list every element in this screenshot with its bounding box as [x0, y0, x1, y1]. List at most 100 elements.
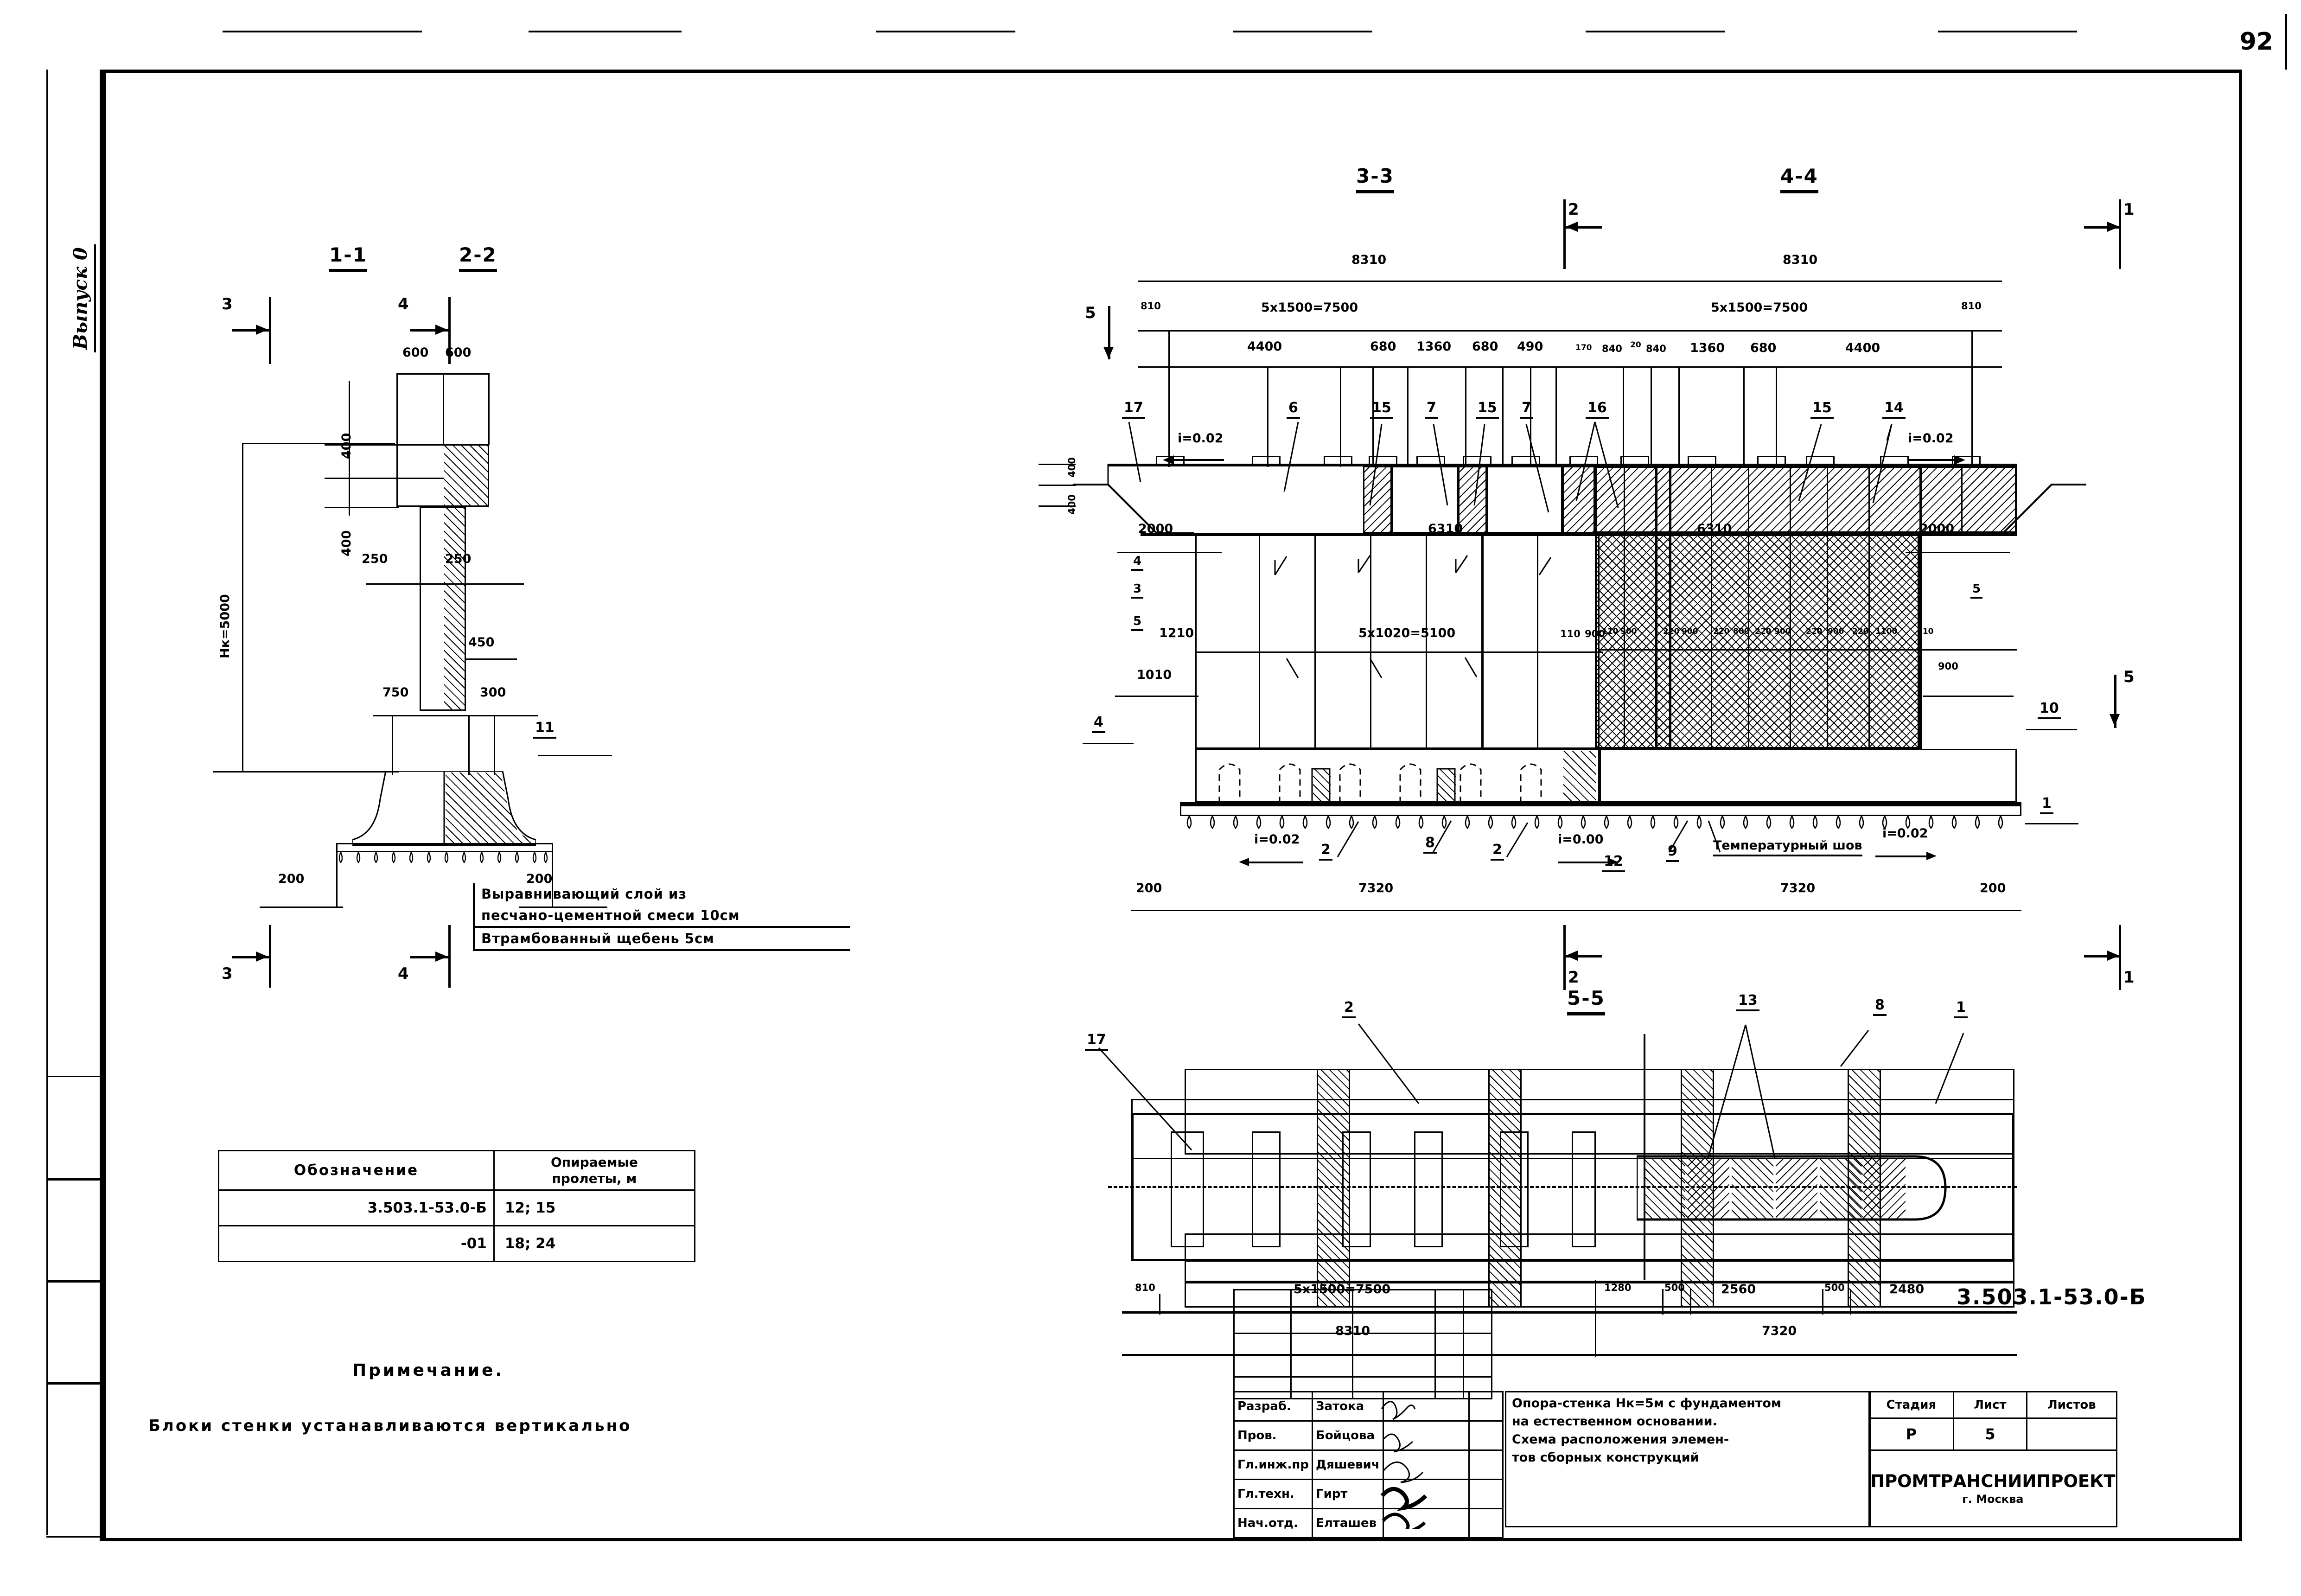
- callout-5-right: 5: [1970, 582, 1983, 599]
- base-slab-top: [1180, 802, 2021, 805]
- plan-dim-500b: 500: [1824, 1282, 1845, 1293]
- section-marker-3-bot-arrowhead: [256, 951, 268, 962]
- grid-v-R2: [1651, 367, 1652, 467]
- signature-row[interactable]: Разраб. Затока: [1233, 1391, 1504, 1422]
- drawing-code: 3.503.1-53.0-Б: [1957, 1284, 2147, 1309]
- date-4[interactable]: [1468, 1508, 1504, 1539]
- organization-cell: ПРОМТРАНСНИИПРОЕКТ г. Москва: [1868, 1449, 2117, 1527]
- signature-row[interactable]: Пров. Бойцова: [1233, 1420, 1504, 1451]
- date-2[interactable]: [1468, 1449, 1504, 1480]
- section-marker-1-bot-arrowhead: [2107, 951, 2119, 961]
- plan-dim-1280: 1280: [1604, 1282, 1632, 1293]
- slope-bottom-left-arrow: [1247, 862, 1303, 863]
- footing-left-flare: [351, 770, 445, 846]
- wall-div-7: [1827, 466, 1828, 749]
- section-marker-1-bot-tick: [2119, 925, 2121, 990]
- beam-block-2: [1487, 466, 1562, 533]
- dim-line-bottom-right: [1600, 910, 2021, 911]
- midgrid-1: [1259, 534, 1260, 748]
- date-1[interactable]: [1468, 1420, 1504, 1451]
- spec-spans-1: 18; 24: [493, 1225, 696, 1262]
- dim-line-250: [366, 583, 524, 585]
- pier-cap-outline: [396, 444, 489, 507]
- organization-name: ПРОМТРАНСНИИПРОЕКТ: [1870, 1471, 2116, 1491]
- dim-line-200-left: [260, 907, 343, 908]
- dim-250-left: 250: [362, 552, 388, 566]
- signature-2[interactable]: [1382, 1449, 1470, 1480]
- footing-slab-right: [1600, 749, 2017, 802]
- revision-row[interactable]: [1233, 1289, 1492, 1312]
- date-0[interactable]: [1468, 1391, 1504, 1422]
- signature-row[interactable]: Гл.техн. Гирт: [1233, 1479, 1504, 1509]
- fine-d-9: 900: [1828, 627, 1844, 636]
- mid-band-left: [1195, 533, 1600, 749]
- section-marker-3-bot-tick: [269, 925, 271, 988]
- callout-1-elev: 1: [2040, 795, 2053, 814]
- revision-row[interactable]: [1233, 1333, 1492, 1356]
- bearing-pad-5: [1416, 456, 1445, 465]
- slope-bottom-right-arrowhead: [1608, 858, 1618, 866]
- page-number: 92: [2239, 28, 2273, 56]
- bearing-pad-11: [1757, 456, 1786, 465]
- wall-div-8: [1868, 466, 1870, 749]
- wall-block-group: [1595, 466, 2017, 749]
- name-0: Затока: [1312, 1391, 1384, 1422]
- spec-table-row: -01 18; 24: [218, 1225, 696, 1262]
- dim-900-right: 900: [1938, 661, 1958, 672]
- fine-d-8: 220: [1806, 627, 1823, 636]
- wall-lower-outline: [1595, 533, 1919, 749]
- grid-v-R6: [1971, 332, 1973, 467]
- status-table: Стадия Лист Листов Р 5 ПРОМТРАНСНИИПРОЕК…: [1868, 1391, 2117, 1527]
- callout-12: 12: [1602, 853, 1625, 872]
- plan-pile-hatch-6: [1864, 1158, 1906, 1219]
- wall-stem-hatch: [444, 508, 465, 711]
- role-4: Нач.отд.: [1233, 1508, 1313, 1539]
- dim-4400-left: 4400: [1247, 339, 1282, 354]
- signature-row[interactable]: Гл.инж.пр Дяшевич: [1233, 1449, 1504, 1480]
- section-marker-3-top: 3: [222, 295, 233, 313]
- section-marker-2-top-tick: [1563, 199, 1566, 269]
- issue-label: Выпуск 0: [70, 244, 96, 352]
- dim-tick-400-a: [325, 444, 399, 446]
- section-marker-1-bottom: 1: [2123, 968, 2135, 987]
- dim-680b: 680: [1472, 339, 1498, 354]
- dim-600-left: 600: [402, 345, 429, 360]
- revision-row[interactable]: [1233, 1354, 1492, 1378]
- revision-table: [1233, 1289, 1492, 1399]
- grid-v-L2: [1267, 367, 1268, 467]
- bearing-pad-10: [1688, 456, 1716, 465]
- slope-left-arrow: [1172, 459, 1224, 461]
- dim-400a-elev: 400: [1066, 457, 1077, 478]
- dim-line-band2-left: [1138, 330, 1594, 332]
- callout-13-plan: 13: [1736, 992, 1759, 1011]
- callout-8-bottom: 8: [1423, 835, 1437, 854]
- date-3[interactable]: [1468, 1479, 1504, 1509]
- pile-hatch-1: [1313, 769, 1331, 802]
- callout-10-leader: [2026, 729, 2077, 730]
- dim-line-Hk: [242, 443, 243, 772]
- grid-v-L1: [1168, 332, 1170, 467]
- dim-110-a: 110: [1560, 628, 1581, 639]
- slope-right-arrow: [1908, 459, 1960, 461]
- dim-6310-right: 6310: [1697, 522, 1732, 536]
- signature-1[interactable]: [1382, 1420, 1470, 1451]
- dim-8310-left: 8310: [1351, 253, 1387, 267]
- dim-ext-750-l: [392, 715, 393, 775]
- slope-bottom-left: i=0.02: [1254, 832, 1300, 847]
- registration-mark-6: [1938, 31, 2077, 32]
- section-marker-2-bot-arrow: [1566, 955, 1602, 958]
- dim-line-bottom-left: [1131, 910, 1600, 911]
- view-title-2-2: 2-2: [459, 243, 497, 272]
- dim-900-right-line: [1923, 696, 2014, 697]
- plan-pile-hatch-3: [1732, 1158, 1773, 1219]
- dim-4400-right: 4400: [1845, 341, 1880, 355]
- plan-block-1: [1171, 1131, 1204, 1247]
- plan-dim-line-2: [1122, 1354, 2017, 1356]
- layer-note-line3: Втрамбованный щебень 5см: [475, 928, 850, 951]
- signature-row[interactable]: Нач.отд. Елташев: [1233, 1508, 1504, 1539]
- callout-11: 11: [533, 720, 556, 739]
- callout-8-plan: 8: [1873, 997, 1887, 1016]
- revision-row[interactable]: [1233, 1311, 1492, 1334]
- organization-city: г. Москва: [1962, 1493, 2024, 1506]
- beam-hatch-2: [1458, 466, 1487, 533]
